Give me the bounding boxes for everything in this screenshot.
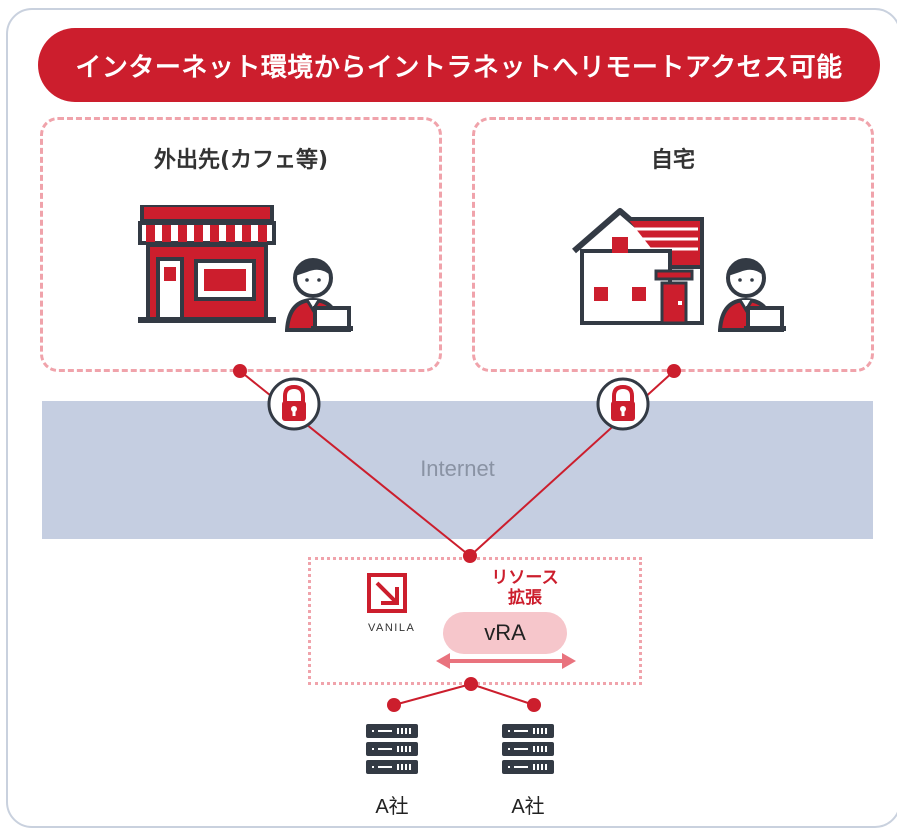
internet-label: Internet [420, 456, 495, 481]
resource-expansion-arrow [436, 653, 576, 669]
lock-icon [596, 377, 650, 431]
location-home-title: 自宅 [650, 148, 695, 173]
page-title: インターネット環境からイントラネットへリモートアクセス可能 [75, 52, 843, 83]
vanila-logo-text: VANILA [368, 622, 416, 634]
shop-icon [138, 205, 276, 323]
vra-label: vRA [484, 620, 526, 645]
page-title-banner: インターネット環境からイントラネットへリモートアクセス可能 [38, 28, 880, 102]
resource-label-line2: 拡張 [508, 588, 542, 608]
person-laptop-icon [718, 258, 786, 332]
server-label: A社 [511, 796, 545, 818]
server-icon [502, 724, 554, 774]
lock-icon [267, 377, 321, 431]
vanila-logo-icon [367, 573, 407, 613]
connection-dots [233, 364, 681, 712]
server-icon [366, 724, 418, 774]
resource-label-line1: リソース [491, 568, 559, 588]
person-laptop-icon [285, 258, 353, 332]
resource-expansion-label: リソース 拡張 [490, 568, 560, 608]
house-icon [572, 208, 704, 325]
vra-pill: vRA [443, 612, 567, 654]
internet-band: Internet [42, 401, 873, 539]
location-cafe-title: 外出先(カフェ等) [153, 148, 329, 173]
server-label: A社 [375, 796, 409, 818]
